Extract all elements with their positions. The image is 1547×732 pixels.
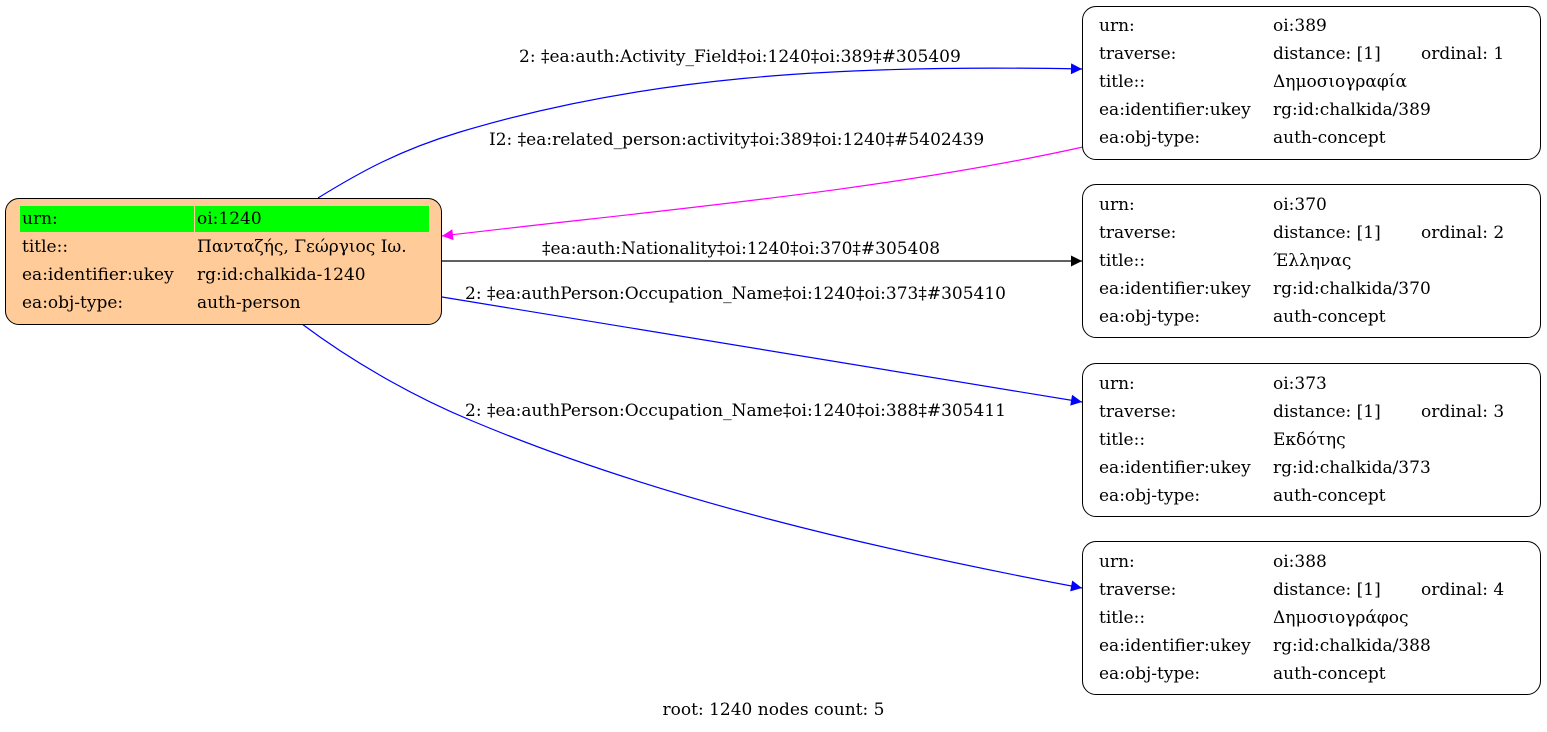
urn-key: urn: — [1099, 374, 1135, 394]
title-key: title:: — [1099, 608, 1146, 628]
traverse-key: traverse: — [1099, 44, 1177, 64]
title-value: Έλληνας — [1273, 251, 1352, 271]
obj-type-value: auth-concept — [1273, 486, 1386, 506]
concept-node-389[interactable]: urn: oi:389 traverse: distance: [1] ordi… — [1082, 6, 1541, 160]
ordinal-value: ordinal: 1 — [1421, 44, 1505, 64]
obj-type-value: auth-concept — [1273, 664, 1386, 684]
edge-activity-field — [317, 63, 1083, 199]
obj-type-key: ea:obj-type: — [1099, 664, 1201, 684]
graph-footer: root: 1240 nodes count: 5 — [662, 700, 885, 720]
ordinal-value: ordinal: 4 — [1421, 580, 1505, 600]
edge-label-occupation-388: 2: ‡ea:authPerson:Occupation_Name‡oi:124… — [465, 401, 1006, 421]
urn-value: oi:373 — [1273, 374, 1327, 394]
urn-key: urn: — [1099, 552, 1135, 572]
concept-node-370[interactable]: urn: oi:370 traverse: distance: [1] ordi… — [1082, 184, 1541, 338]
urn-value: oi:1240 — [195, 206, 429, 232]
root-node[interactable]: urn: oi:1240 title:: Πανταζής, Γεώργιος … — [5, 198, 442, 325]
obj-type-value: auth-concept — [1273, 307, 1386, 327]
title-key: title:: — [1099, 251, 1146, 271]
traverse-key: traverse: — [1099, 580, 1177, 600]
obj-type-key: ea:obj-type: — [1099, 128, 1201, 148]
obj-type-value: auth-concept — [1273, 128, 1386, 148]
ukey-key: ea:identifier:ukey — [1099, 100, 1251, 120]
traverse-key: traverse: — [1099, 402, 1177, 422]
obj-type-value: auth-person — [197, 293, 301, 313]
ordinal-value: ordinal: 2 — [1421, 223, 1505, 243]
urn-value: oi:388 — [1273, 552, 1327, 572]
title-value: Εκδότης — [1273, 430, 1346, 450]
distance-value: distance: [1] — [1273, 44, 1381, 64]
ukey-key: ea:identifier:ukey — [1099, 636, 1251, 656]
distance-value: distance: [1] — [1273, 580, 1381, 600]
distance-value: distance: [1] — [1273, 223, 1381, 243]
ukey-key: ea:identifier:ukey — [1099, 458, 1251, 478]
ordinal-value: ordinal: 3 — [1421, 402, 1505, 422]
obj-type-key: ea:obj-type: — [1099, 307, 1201, 327]
concept-node-388[interactable]: urn: oi:388 traverse: distance: [1] ordi… — [1082, 541, 1541, 695]
edge-occupation-388 — [301, 323, 1083, 592]
edge-label-nationality: ‡ea:auth:Nationality‡oi:1240‡oi:370‡#305… — [542, 239, 941, 259]
concept-node-373[interactable]: urn: oi:373 traverse: distance: [1] ordi… — [1082, 363, 1541, 517]
urn-key: urn: — [1099, 195, 1135, 215]
edge-label-activity-field: 2: ‡ea:auth:Activity_Field‡oi:1240‡oi:38… — [519, 47, 961, 67]
title-key: title:: — [1099, 430, 1146, 450]
ukey-value: rg:id:chalkida/373 — [1273, 458, 1431, 478]
distance-value: distance: [1] — [1273, 402, 1381, 422]
ukey-value: rg:id:chalkida/370 — [1273, 279, 1431, 299]
title-value: Δημοσιογραφία — [1273, 72, 1407, 92]
title-value: Δημοσιογράφος — [1273, 608, 1409, 628]
title-key: title:: — [1099, 72, 1146, 92]
edge-occupation-373 — [441, 296, 1083, 406]
ukey-value: rg:id:chalkida/388 — [1273, 636, 1431, 656]
title-value: Πανταζής, Γεώργιος Ιω. — [197, 237, 407, 257]
traverse-key: traverse: — [1099, 223, 1177, 243]
ukey-key: ea:identifier:ukey — [22, 265, 174, 285]
urn-value: oi:389 — [1273, 16, 1327, 36]
ukey-value: rg:id:chalkida/389 — [1273, 100, 1431, 120]
obj-type-key: ea:obj-type: — [1099, 486, 1201, 506]
obj-type-key: ea:obj-type: — [22, 293, 124, 313]
urn-key: urn: — [1099, 16, 1135, 36]
edge-label-related-person-activity: I2: ‡ea:related_person:activity‡oi:389‡o… — [489, 130, 985, 150]
edge-related-person-activity — [441, 146, 1084, 241]
ukey-key: ea:identifier:ukey — [1099, 279, 1251, 299]
ukey-value: rg:id:chalkida-1240 — [197, 265, 366, 285]
title-key: title:: — [22, 237, 69, 257]
edge-label-occupation-373: 2: ‡ea:authPerson:Occupation_Name‡oi:124… — [465, 284, 1006, 304]
urn-value: oi:370 — [1273, 195, 1327, 215]
urn-key: urn: — [20, 206, 194, 232]
